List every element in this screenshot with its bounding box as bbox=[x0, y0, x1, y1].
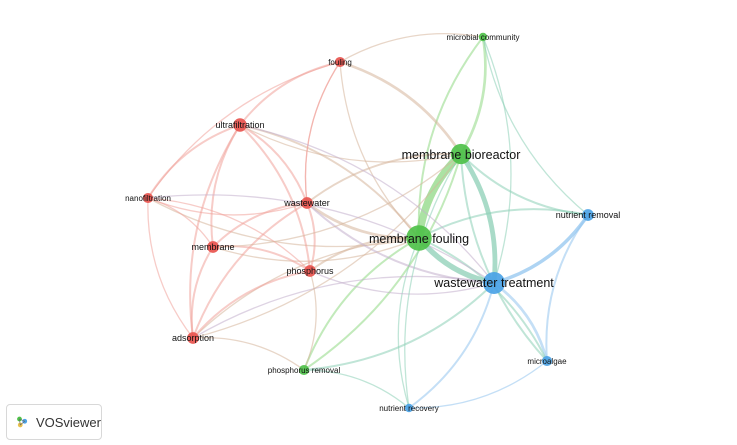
link-microbial_community-nutrient_removal bbox=[482, 36, 589, 216]
link-wastewater_treatment-nutrient_removal bbox=[492, 213, 590, 285]
node-phosphorus-removal[interactable] bbox=[298, 364, 310, 376]
link-wastewater-membrane bbox=[212, 202, 308, 248]
link-ultrafiltration-fouling bbox=[239, 61, 341, 126]
link-nutrient_removal-microalgae bbox=[545, 214, 589, 362]
label-nutrient-recovery: nutrient recovery bbox=[379, 404, 439, 413]
link-microalgae-nutrient_recovery bbox=[408, 360, 548, 409]
node-wastewater-treatment[interactable] bbox=[483, 272, 505, 294]
node-microbial-community[interactable] bbox=[478, 32, 488, 42]
link-membrane_bioreactor-ultrafiltration bbox=[239, 124, 462, 163]
link-wastewater-wastewater_treatment bbox=[306, 202, 495, 284]
link-wastewater-phosphorus bbox=[306, 202, 316, 272]
node-wastewater[interactable] bbox=[301, 197, 313, 209]
link-ultrafiltration-nanofiltration bbox=[147, 124, 241, 199]
label-nanofiltration: nanofiltration bbox=[125, 194, 171, 203]
label-fouling: fouling bbox=[328, 58, 352, 67]
label-membrane-fouling: membrane fouling bbox=[369, 232, 469, 246]
network-links bbox=[147, 32, 590, 409]
link-phosphorus-wastewater_treatment bbox=[309, 270, 495, 295]
node-membrane-bioreactor[interactable] bbox=[450, 143, 472, 165]
label-ultrafiltration: ultrafiltration bbox=[215, 120, 264, 130]
link-phosphorus_removal-wastewater_treatment bbox=[303, 282, 495, 371]
link-adsorption-membrane_bioreactor bbox=[192, 153, 462, 339]
vosviewer-badge: VOSviewer bbox=[6, 404, 102, 440]
node-nanofiltration[interactable] bbox=[142, 192, 154, 204]
link-fouling-microbial_community bbox=[339, 32, 484, 63]
node-adsorption[interactable] bbox=[187, 332, 199, 344]
label-nutrient-removal: nutrient removal bbox=[556, 210, 621, 220]
node-membrane-fouling[interactable] bbox=[406, 225, 432, 251]
label-wastewater: wastewater bbox=[283, 198, 330, 208]
link-ultrafiltration-wastewater bbox=[239, 124, 308, 204]
link-ultrafiltration-phosphorus bbox=[239, 124, 311, 272]
link-nanofiltration-wastewater_treatment bbox=[147, 194, 495, 284]
link-fouling-wastewater bbox=[304, 61, 341, 204]
link-nanofiltration-wastewater bbox=[147, 197, 308, 216]
node-ultrafiltration[interactable] bbox=[233, 118, 247, 132]
link-nanofiltration-fouling bbox=[147, 61, 341, 199]
link-wastewater_treatment-nutrient_recovery bbox=[408, 282, 495, 409]
link-nutrient_recovery-membrane_bioreactor bbox=[404, 153, 462, 409]
link-nanofiltration-adsorption bbox=[147, 197, 194, 339]
label-phosphorus: phosphorus bbox=[286, 266, 334, 276]
label-membrane: membrane bbox=[191, 242, 234, 252]
link-adsorption-wastewater_treatment bbox=[192, 275, 495, 339]
label-membrane-bioreactor: membrane bioreactor bbox=[402, 148, 521, 162]
link-membrane_fouling-nutrient_removal bbox=[418, 208, 589, 239]
label-microalgae: microalgae bbox=[527, 357, 567, 366]
link-phosphorus_removal-adsorption bbox=[192, 336, 305, 371]
label-microbial-community: microbial community bbox=[447, 33, 520, 42]
link-membrane_fouling-membrane bbox=[212, 237, 420, 262]
link-nanofiltration-phosphorus bbox=[147, 197, 311, 272]
link-wastewater-adsorption bbox=[192, 202, 308, 339]
node-membrane[interactable] bbox=[207, 241, 219, 253]
link-membrane_bioreactor-wastewater bbox=[306, 152, 462, 204]
link-membrane_fouling-microbial_community bbox=[417, 36, 484, 239]
link-membrane-membrane_bioreactor bbox=[212, 153, 462, 248]
link-nanofiltration-membrane bbox=[147, 197, 214, 248]
network-nodes bbox=[142, 32, 594, 413]
brand-name: VOSviewer bbox=[35, 414, 101, 430]
label-adsorption: adsorption bbox=[172, 333, 214, 343]
link-membrane_fouling-adsorption bbox=[192, 237, 420, 339]
label-wastewater-treatment: wastewater treatment bbox=[433, 276, 554, 290]
link-membrane_bioreactor-microbial_community bbox=[459, 35, 487, 156]
link-ultrafiltration-wastewater_treatment bbox=[239, 124, 495, 284]
node-microalgae[interactable] bbox=[541, 355, 553, 367]
link-phosphorus_removal-nutrient_recovery bbox=[303, 369, 410, 409]
node-phosphorus[interactable] bbox=[304, 265, 316, 277]
link-membrane-adsorption bbox=[190, 246, 214, 339]
network-labels: membrane fouling membrane bioreactor micro… bbox=[125, 33, 620, 413]
label-phosphorus-removal: phosphorus removal bbox=[268, 366, 341, 375]
node-nutrient-recovery[interactable] bbox=[404, 403, 414, 413]
node-nutrient-removal[interactable] bbox=[582, 209, 594, 221]
link-membrane_fouling-nutrient_recovery bbox=[397, 237, 420, 409]
link-phosphorus-adsorption bbox=[192, 270, 311, 339]
link-membrane_fouling-phosphorus_removal bbox=[303, 237, 420, 371]
link-membrane_bioreactor-wastewater_treatment bbox=[458, 151, 498, 286]
link-membrane_bioreactor-fouling bbox=[338, 60, 463, 156]
link-microbial_community-wastewater_treatment bbox=[482, 36, 512, 284]
link-phosphorus-phosphorus_removal bbox=[303, 270, 317, 371]
node-fouling[interactable] bbox=[334, 56, 346, 68]
vosviewer-logo-icon bbox=[17, 416, 28, 428]
link-membrane_bioreactor-microalgae bbox=[460, 153, 548, 362]
